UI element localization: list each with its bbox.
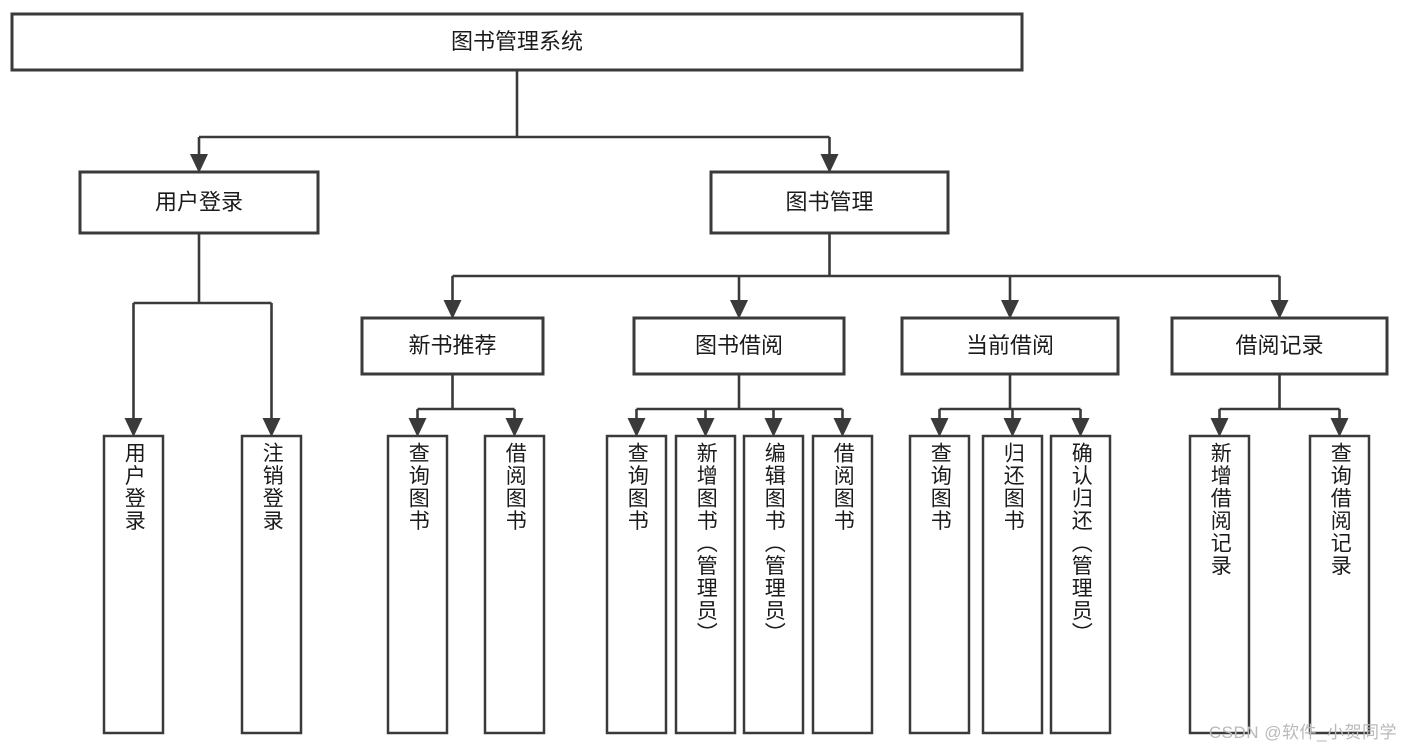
- arrowhead-icon: [505, 418, 524, 437]
- arrowhead-icon: [820, 154, 839, 173]
- leaf-node-6[interactable]: [742, 434, 805, 735]
- leaf-node-0[interactable]: [102, 434, 165, 735]
- connector-edges-layer: [124, 70, 1349, 437]
- leaf-node-5[interactable]: [674, 434, 737, 735]
- arrowhead-icon: [696, 418, 715, 437]
- level3-node-label-0: 新书推荐: [408, 333, 496, 358]
- arrowhead-icon: [408, 418, 427, 437]
- node-boxes-layer: [10, 12, 1389, 735]
- arrowhead-icon: [930, 418, 949, 437]
- leaf-node-9[interactable]: [981, 434, 1044, 735]
- arrowhead-icon: [1071, 418, 1090, 437]
- edge-group-new-book: [408, 374, 524, 437]
- root-node-label: 图书管理系统: [451, 29, 583, 54]
- level3-node-2[interactable]: [900, 316, 1120, 376]
- level3-node-0[interactable]: [360, 316, 545, 376]
- root-node[interactable]: [10, 12, 1024, 72]
- arrowhead-icon: [1210, 418, 1229, 437]
- edge-group-current-borrow: [930, 374, 1090, 437]
- edge-group-user-login: [124, 233, 281, 437]
- leaf-node-3[interactable]: [483, 434, 546, 735]
- level3-node-label-2: 当前借阅: [966, 333, 1054, 358]
- level3-node-label-1: 图书借阅: [695, 333, 783, 358]
- edge-group-book-management: [443, 233, 1289, 319]
- watermark-text: CSDN @软件_小贺同学: [1208, 723, 1397, 742]
- level3-node-3[interactable]: [1170, 316, 1389, 376]
- level3-node-1[interactable]: [632, 316, 846, 376]
- arrowhead-icon: [730, 300, 748, 319]
- arrowhead-icon: [833, 418, 852, 437]
- edge-group-root: [190, 70, 839, 173]
- leaf-node-8[interactable]: [908, 434, 971, 735]
- arrowhead-icon: [1001, 300, 1019, 319]
- arrowhead-icon: [1330, 418, 1349, 437]
- level3-node-label-3: 借阅记录: [1235, 333, 1323, 358]
- arrowhead-icon: [1270, 300, 1289, 319]
- level2-node-label-1: 图书管理: [785, 189, 873, 214]
- leaf-node-2[interactable]: [386, 434, 449, 735]
- arrowhead-icon: [627, 418, 646, 437]
- arrowhead-icon: [190, 154, 208, 173]
- leaf-node-4[interactable]: [605, 434, 668, 735]
- edge-group-borrow-record: [1210, 374, 1349, 437]
- arrowhead-icon: [262, 418, 281, 437]
- leaf-node-10[interactable]: [1049, 434, 1112, 735]
- arrowhead-icon: [443, 300, 462, 319]
- level2-node-label-0: 用户登录: [155, 189, 243, 214]
- leaf-node-11[interactable]: [1188, 434, 1251, 735]
- arrowhead-icon: [764, 418, 783, 437]
- leaf-node-12[interactable]: [1308, 434, 1371, 735]
- arrowhead-icon: [124, 418, 143, 437]
- edge-group-borrow: [627, 374, 852, 437]
- level2-node-1[interactable]: [709, 170, 950, 235]
- level2-node-0[interactable]: [78, 170, 320, 235]
- leaf-node-7[interactable]: [811, 434, 874, 735]
- leaf-node-1[interactable]: [240, 434, 303, 735]
- arrowhead-icon: [1003, 418, 1022, 437]
